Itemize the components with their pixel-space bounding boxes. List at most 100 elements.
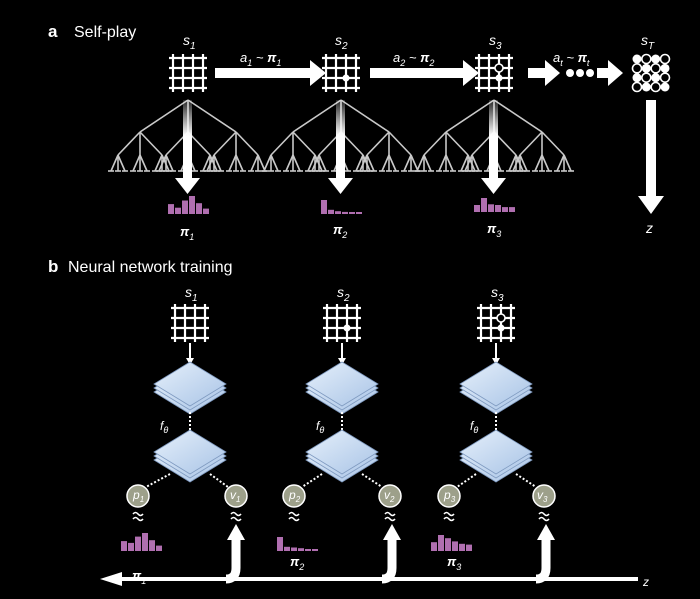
net-state-label-s2: s2: [337, 284, 350, 304]
policy-bar: [156, 545, 162, 551]
policy-bar: [128, 542, 134, 551]
search-arrow-3: [481, 100, 506, 194]
move-arrow-t: [528, 60, 623, 86]
policy-head-node: [437, 484, 461, 508]
target-policy-label-3: π3: [447, 554, 461, 572]
policy-bar: [175, 207, 181, 214]
policy-bar: [203, 208, 209, 214]
move-arrow-2: [370, 60, 479, 86]
move-label-t: at ~ πt: [553, 50, 590, 68]
black-stone: [495, 74, 503, 82]
search-policy-bars-3: [474, 198, 515, 212]
policy-bar: [474, 205, 480, 212]
policy-bar: [488, 204, 494, 212]
network-lower-stack-2: [305, 429, 379, 483]
go-board-sT: [631, 53, 671, 93]
outcome-label-z: z: [645, 220, 653, 236]
target-policy-label-2: π2: [290, 554, 304, 572]
policy-bar: [509, 207, 515, 212]
network-label-2: fθ: [316, 419, 324, 435]
target-policy-bars-2: [277, 537, 318, 551]
policy-bar: [321, 200, 327, 214]
white-stone: [496, 313, 506, 323]
black-stone: [342, 74, 350, 82]
search-policy-label-2: π2: [333, 222, 347, 240]
network-upper-stack-2: [305, 361, 379, 415]
search-policy-label-1: π1: [180, 224, 194, 242]
policy-bar: [277, 537, 283, 551]
target-policy-bars-1: [121, 533, 162, 551]
policy-bar: [452, 541, 458, 551]
state-label-s1: s1: [183, 32, 196, 52]
go-board-s1: [169, 54, 207, 92]
go-board-s3: [475, 54, 513, 92]
policy-bar: [182, 200, 188, 214]
policy-head-node: [126, 484, 150, 508]
output-heads-1: [126, 473, 248, 522]
policy-bar: [502, 207, 508, 212]
policy-bar: [142, 533, 148, 551]
policy-bar: [328, 209, 334, 214]
move-arrow-1: [215, 60, 326, 86]
network-label-3: fθ: [470, 419, 478, 435]
policy-bar: [459, 543, 465, 551]
policy-bar: [149, 540, 155, 551]
state-label-sT: sT: [641, 32, 655, 52]
policy-bar: [291, 547, 297, 551]
search-tree-1: [108, 99, 268, 172]
policy-bar: [284, 546, 290, 551]
net-state-label-s3: s3: [491, 284, 504, 304]
policy-bar: [431, 542, 437, 551]
policy-head-node: [282, 484, 306, 508]
panel-b-letter: b: [48, 257, 58, 276]
network-upper-stack-3: [459, 361, 533, 415]
output-heads-3: [437, 473, 556, 522]
policy-bar: [342, 211, 348, 214]
policy-bar: [356, 212, 362, 214]
value-node-label-3: v3: [537, 488, 548, 504]
net-state-label-s1: s1: [185, 284, 198, 304]
feedback-label-z: z: [642, 575, 649, 589]
policy-bar: [335, 211, 341, 214]
black-stone: [343, 324, 351, 332]
white-stone: [494, 63, 504, 73]
target-policy-bars-3: [431, 535, 472, 551]
value-node-label-1: v1: [230, 488, 240, 504]
state-label-s3: s3: [489, 32, 502, 52]
policy-node-label-1: p1: [132, 488, 144, 504]
output-heads-2: [282, 473, 402, 522]
search-arrow-2: [328, 100, 353, 194]
network-upper-stack-1: [153, 361, 227, 415]
network-label-1: fθ: [160, 419, 168, 435]
move-label-1: a1 ~ π1: [240, 50, 281, 68]
search-policy-label-3: π3: [487, 221, 501, 239]
policy-bar: [135, 536, 141, 551]
value-node-label-2: v2: [384, 488, 395, 504]
move-label-2: a2 ~ π2: [393, 50, 434, 68]
go-board-net-s1: [171, 304, 209, 342]
policy-node-label-3: p3: [443, 488, 456, 504]
outcome-arrow: [638, 100, 664, 214]
search-arrow-1: [175, 100, 200, 194]
search-policy-bars-2: [321, 200, 362, 214]
panel-a-letter: a: [48, 22, 58, 41]
policy-bar: [305, 549, 311, 551]
policy-bar: [481, 198, 487, 212]
panel-b-title: Neural network training: [68, 259, 233, 276]
policy-bar: [495, 205, 501, 212]
panel-a-title: Self-play: [74, 24, 136, 41]
policy-bar: [121, 541, 127, 551]
policy-bar: [189, 196, 195, 214]
go-board-net-s3: [477, 304, 515, 342]
policy-bar: [438, 535, 444, 551]
network-lower-stack-1: [153, 429, 227, 483]
policy-bar: [196, 203, 202, 214]
value-head-node: [378, 484, 402, 508]
value-head-node: [224, 484, 248, 508]
policy-bar: [312, 549, 318, 551]
value-head-node: [532, 484, 556, 508]
policy-bar: [168, 204, 174, 214]
black-stone: [497, 324, 505, 332]
go-board-s2: [322, 54, 360, 92]
